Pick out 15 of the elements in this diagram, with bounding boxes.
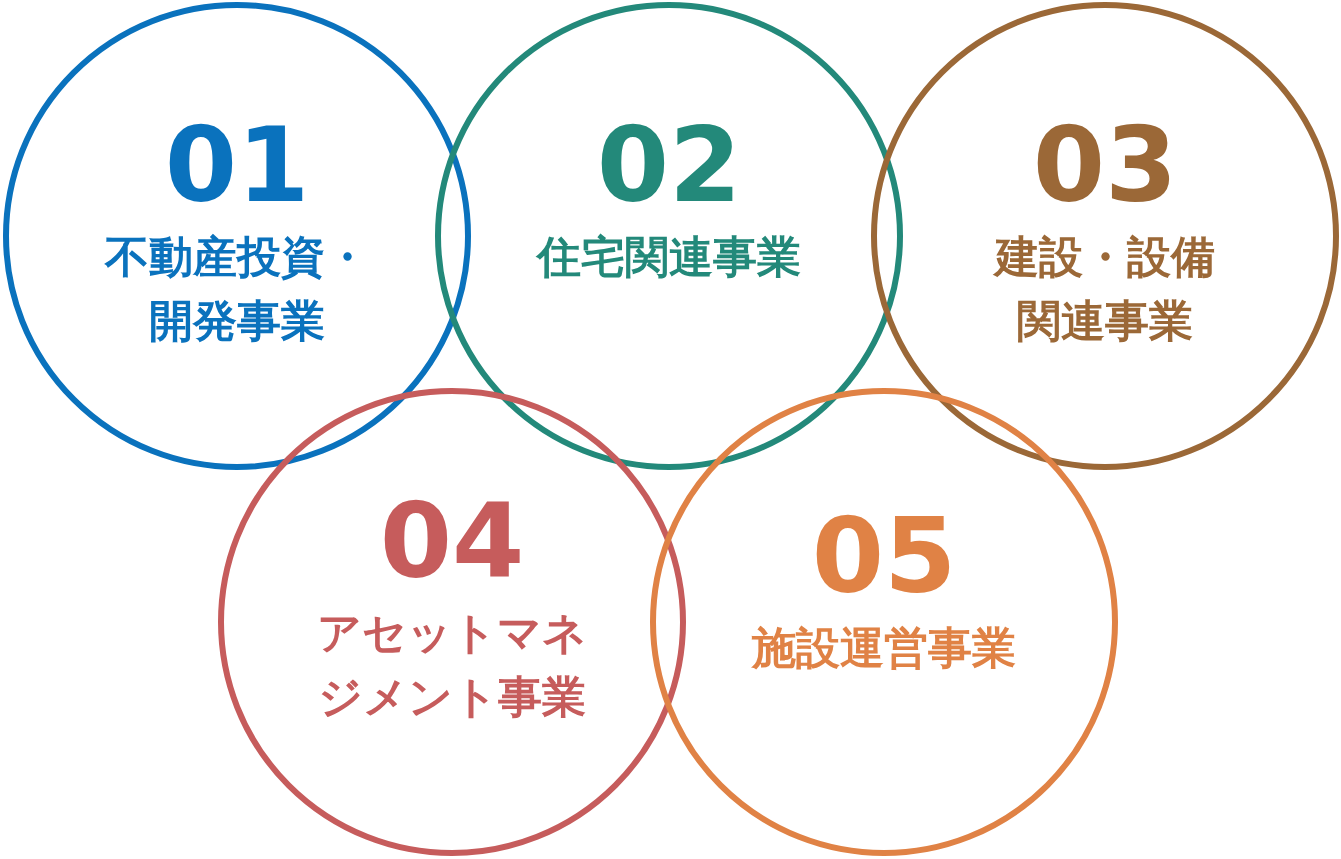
category-circle [218,388,686,856]
category-title: アセットマネジメント事業 [316,606,588,724]
category-number: 01 [164,113,310,217]
category-number: 04 [379,489,525,593]
category-number: 03 [1032,113,1178,217]
category-title: 施設運営事業 [750,621,1017,675]
category-circle [435,2,903,470]
category-number: 02 [596,113,742,217]
category-number: 05 [811,504,957,608]
category-title: 建設・設備関連事業 [992,230,1216,348]
category-title: 不動産投資・開発事業 [103,230,370,348]
category-circle [3,2,471,470]
category-title: 住宅関連事業 [535,230,802,284]
category-circle [871,2,1339,470]
category-circle [650,388,1118,856]
